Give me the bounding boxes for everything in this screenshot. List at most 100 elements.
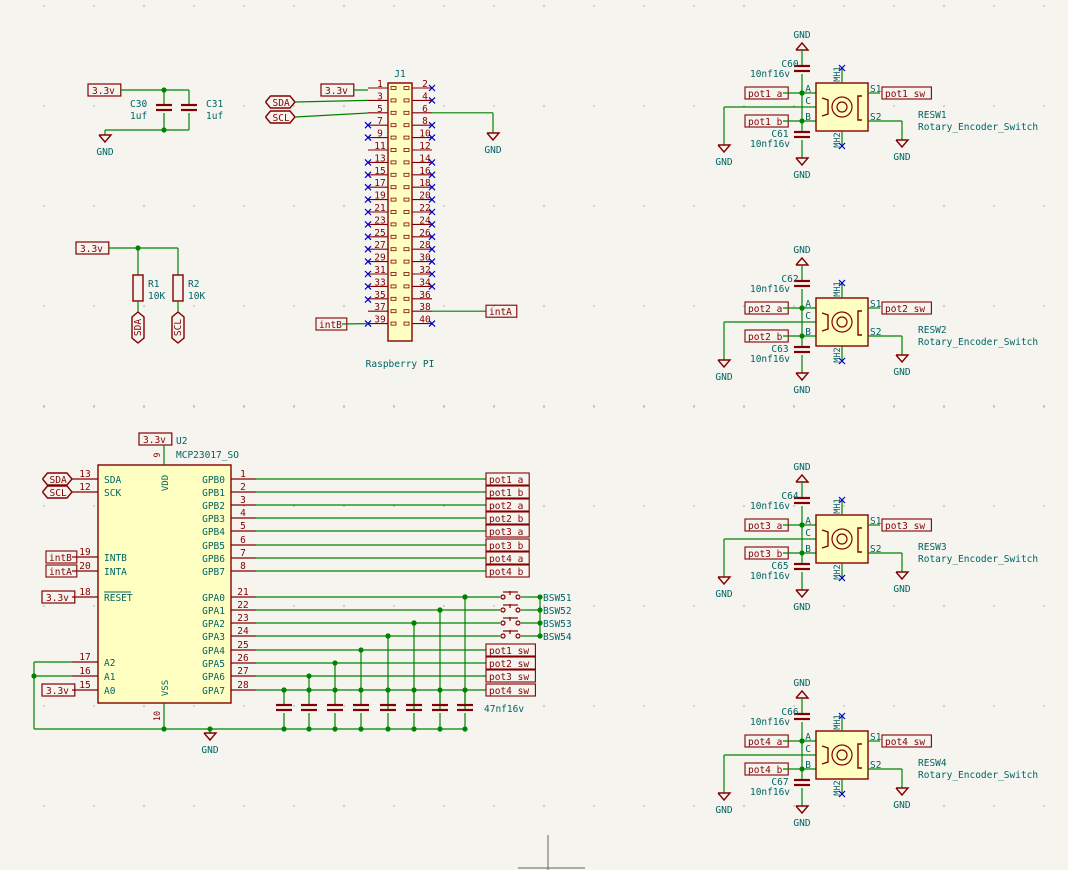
power-flag-3v3-text: 3.3v	[46, 686, 69, 697]
gpb-net-label-text: pot1_a	[489, 475, 523, 486]
encoder-shaft	[836, 316, 848, 328]
j1-pin-num: 11	[374, 141, 386, 152]
no-connect-mark	[838, 790, 846, 798]
enc-ref: RESW3	[918, 542, 947, 553]
j1-pin-box	[390, 272, 397, 276]
j1-pin-box	[390, 123, 397, 128]
scl-label	[171, 311, 185, 344]
encoder-switch	[857, 743, 862, 769]
enc-sw-label	[881, 734, 932, 748]
grid-dot	[343, 105, 345, 107]
u2-pin-num: 23	[237, 613, 248, 624]
grid-dot	[943, 405, 945, 407]
gnd-label: GND	[793, 385, 810, 396]
enc-b-label-text: pot4_b	[748, 765, 783, 776]
grid-dot	[543, 805, 545, 807]
inta-label-text: intA	[49, 567, 72, 578]
grid-dot	[793, 705, 795, 707]
enc-pin-name: MH1	[833, 281, 843, 296]
grid-dot	[993, 505, 995, 507]
no-connect-mark	[838, 142, 846, 150]
enc-pin-name: S2	[870, 327, 881, 338]
grid-dot	[43, 805, 45, 807]
grid-dot	[793, 205, 795, 207]
u2-vss: VSS	[161, 680, 171, 696]
j1-pin-box	[403, 247, 410, 252]
grid-dot	[643, 5, 645, 7]
grid-dot	[443, 5, 445, 7]
junction-dot	[161, 87, 167, 93]
gnd-label: GND	[893, 152, 910, 163]
button-contact	[500, 633, 506, 639]
j1-pin-box	[403, 210, 410, 214]
gnd-label: GND	[96, 147, 113, 158]
grid-dot	[493, 405, 495, 407]
enc-sw-label-text: pot2_sw	[885, 304, 925, 315]
j1-pin-box	[390, 110, 397, 115]
grid-dot	[393, 406, 395, 408]
grid-dot	[293, 405, 295, 407]
grid-dot	[443, 505, 445, 507]
grid-dot	[793, 805, 795, 807]
encoder-switch	[857, 95, 862, 121]
gnd-label: GND	[793, 462, 810, 473]
scl-global-label-text: SCL	[50, 488, 67, 499]
u2-pin-name: GPA1	[202, 606, 225, 617]
gnd-symbol	[795, 589, 810, 599]
grid-dot	[43, 406, 45, 408]
u2-pin-num: 13	[79, 469, 90, 480]
gnd-symbol	[895, 571, 910, 581]
j1-pin-num: 27	[374, 240, 385, 251]
u2-pin-num: 3	[240, 495, 246, 506]
j1-pin-num: 17	[374, 178, 385, 189]
grid-dot	[693, 305, 695, 307]
enc-b-label-text: pot2_b	[748, 332, 783, 343]
junction-dot	[799, 118, 805, 124]
j1-pin-num: 4	[422, 91, 428, 102]
j1-pin-num: 22	[419, 203, 430, 214]
no-connect-mark	[838, 64, 846, 72]
j1-value: Raspberry PI	[366, 359, 435, 370]
enc-cap-ref: C62	[781, 274, 798, 285]
no-connect-mark	[838, 712, 846, 720]
grid-dot	[193, 705, 195, 707]
u2-value: MCP23017_SO	[176, 450, 239, 461]
encoder-knob	[831, 96, 853, 118]
enc-pin-name: B	[805, 760, 811, 771]
grid-dot	[93, 505, 95, 507]
grid-dot	[643, 305, 645, 307]
button-ref: BSW51	[543, 593, 572, 604]
j1-pin-box	[390, 321, 397, 326]
junction-dot	[462, 594, 468, 600]
u2-pin-num: 12	[79, 482, 90, 493]
j1-pin-box	[403, 135, 410, 140]
enc-pin-name: B	[805, 112, 811, 123]
enc-sw-label	[881, 518, 932, 532]
no-connect-mark	[428, 245, 436, 253]
button-contact	[500, 594, 506, 600]
no-connect-mark	[428, 196, 436, 204]
c31-value: 1uf	[206, 111, 223, 122]
j1-pin-num: 18	[419, 178, 431, 189]
j1-pin-num: 8	[422, 116, 428, 127]
enc-cap-value: 10nf16v	[750, 284, 790, 295]
grid-dot	[843, 605, 845, 607]
no-connect-mark	[428, 282, 436, 290]
enc-pin-name: C	[805, 311, 811, 322]
j1-pin-num: 15	[374, 166, 385, 177]
scl-global-label-text: SCL	[273, 113, 290, 124]
grid-dot	[293, 805, 295, 807]
no-connect-mark	[838, 574, 846, 582]
grid-dot	[343, 205, 345, 207]
no-connect-stroke	[428, 233, 436, 241]
grid-dot	[493, 406, 495, 408]
j1-pin-num: 37	[374, 302, 385, 313]
j1-pin-num: 3	[377, 91, 383, 102]
j1-pin-num: 24	[419, 215, 431, 226]
no-connect-mark	[428, 208, 436, 216]
encoder-body	[815, 514, 869, 564]
enc-pin-name: C	[805, 744, 811, 755]
encoder-switch	[857, 310, 862, 336]
wire	[294, 99, 369, 103]
